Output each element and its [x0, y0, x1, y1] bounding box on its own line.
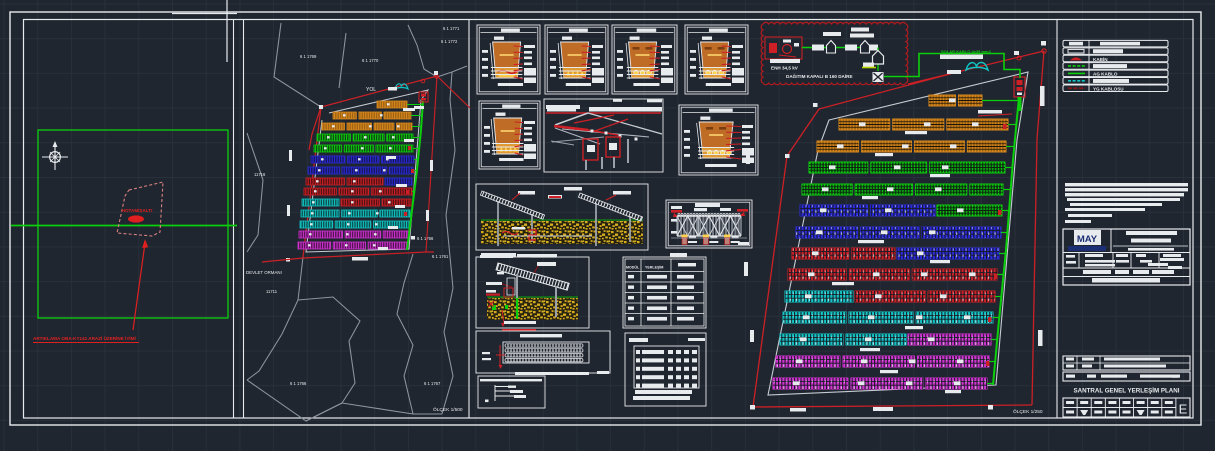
svg-text:6 1 1772: 6 1 1772: [441, 39, 458, 44]
svg-text:E: E: [1179, 402, 1188, 417]
svg-text:SOLAR KABLO 4x35 mm2: SOLAR KABLO 4x35 mm2: [941, 49, 992, 54]
svg-text:ÖLÇEK 1/500: ÖLÇEK 1/500: [433, 406, 463, 413]
svg-text:DAĞITIM KAPALI B 160 DAİRE: DAĞITIM KAPALI B 160 DAİRE: [786, 72, 853, 79]
svg-text:11711: 11711: [266, 289, 278, 294]
svg-text:ARTIKLAMA OBA-KY141 ARAZİ ÜZER: ARTIKLAMA OBA-KY141 ARAZİ ÜZERİNE İYİMİ: [33, 335, 136, 341]
svg-text:YERLEŞİM: YERLEŞİM: [645, 266, 663, 270]
svg-text:YOL: YOL: [366, 87, 376, 93]
svg-text:6 1 1770: 6 1 1770: [362, 58, 379, 63]
svg-text:SANTRAL GENEL YERLEŞİM PLANI: SANTRAL GENEL YERLEŞİM PLANI: [1074, 388, 1180, 395]
svg-text:6 1 1771: 6 1 1771: [443, 26, 460, 31]
svg-text:6 1 1766: 6 1 1766: [290, 381, 307, 386]
svg-text:6 1 1767: 6 1 1767: [424, 381, 441, 386]
svg-text:AG KABLO: AG KABLO: [1093, 72, 1118, 77]
svg-text:6 1 1761: 6 1 1761: [432, 254, 449, 259]
svg-text:11716: 11716: [254, 172, 266, 177]
svg-text:ÖLÇEK 1/250: ÖLÇEK 1/250: [1013, 408, 1043, 415]
svg-text:MODÜL: MODÜL: [626, 265, 640, 270]
svg-text:ENH 34,5 kV: ENH 34,5 kV: [771, 66, 799, 71]
svg-text:HOTAMIŞALTI: HOTAMIŞALTI: [122, 208, 153, 213]
svg-text:MAY: MAY: [1077, 234, 1098, 245]
svg-text:KABİN: KABİN: [1093, 56, 1108, 62]
svg-text:DEVLET ORMANI: DEVLET ORMANI: [246, 270, 282, 275]
svg-text:6 1 1769: 6 1 1769: [300, 54, 317, 59]
svg-text:YG KABLOSU: YG KABLOSU: [1093, 87, 1124, 92]
svg-text:6 1 1766: 6 1 1766: [417, 236, 434, 241]
